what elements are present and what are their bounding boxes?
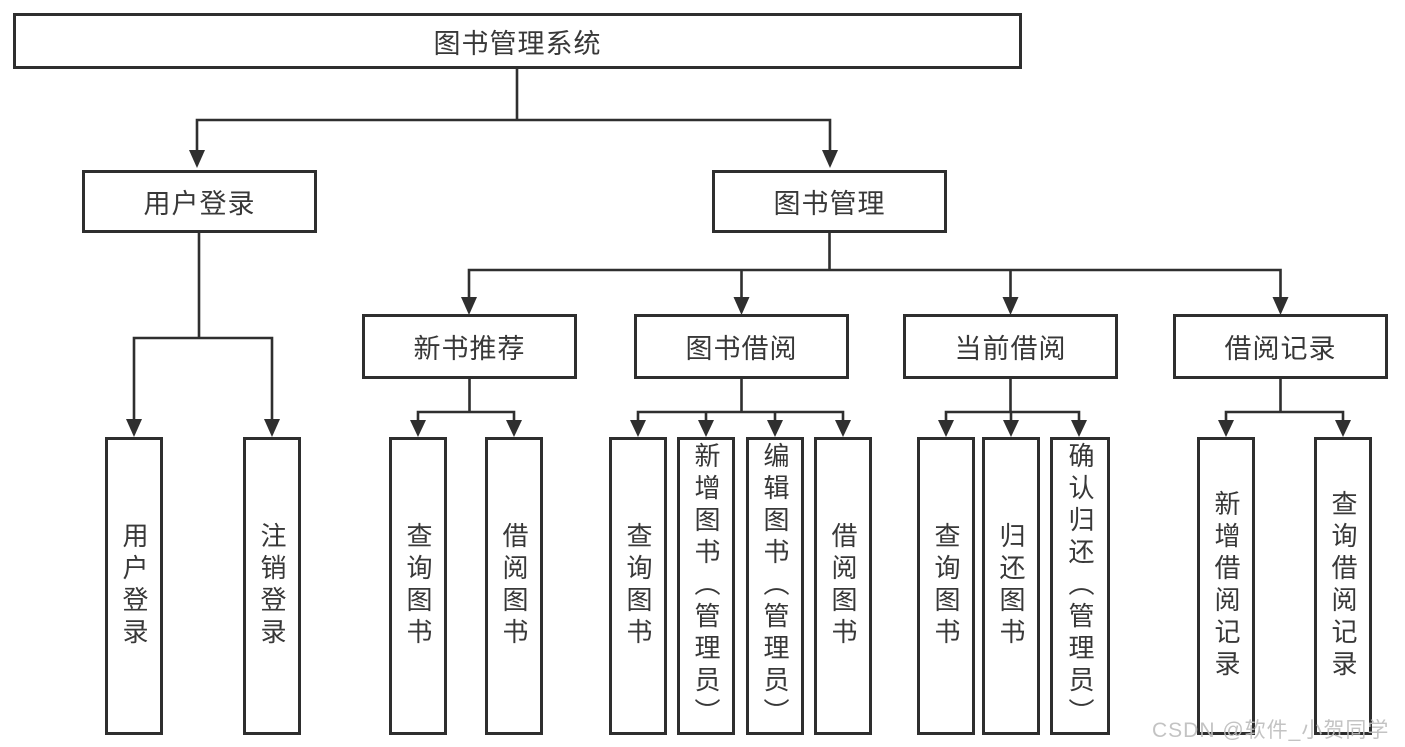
arrowhead-icon bbox=[264, 419, 280, 437]
arrowhead-icon bbox=[630, 420, 646, 437]
arrowhead-icons bbox=[126, 150, 1351, 437]
node-user-login: 用户登录 bbox=[82, 170, 317, 233]
leaf-confirm-return-admin: 确认归还（管理员） bbox=[1050, 437, 1110, 735]
connector-book-management-to-level3 bbox=[467, 233, 1282, 299]
leaf-user-login: 用户登录 bbox=[105, 437, 163, 735]
arrowhead-icon bbox=[506, 420, 522, 437]
arrowhead-icon bbox=[189, 150, 205, 168]
node-current-borrow: 当前借阅 bbox=[903, 314, 1118, 379]
connector-current-borrow-branch bbox=[944, 379, 1081, 423]
csdn-watermark: CSDN @软件_小贺同学 bbox=[1152, 719, 1390, 742]
arrowhead-icon bbox=[1002, 297, 1019, 315]
arrowhead-icon bbox=[698, 420, 714, 437]
leaf-return-book: 归还图书 bbox=[982, 437, 1040, 735]
leaf-add-borrow-record: 新增借阅记录 bbox=[1197, 437, 1255, 735]
connector-book-borrow-branch bbox=[636, 379, 845, 423]
leaf-query-books-current: 查询图书 bbox=[917, 437, 975, 735]
connector-new-book-branch bbox=[416, 379, 516, 423]
leaf-query-borrow-record: 查询借阅记录 bbox=[1314, 437, 1372, 735]
arrowhead-icon bbox=[733, 297, 750, 315]
arrowhead-icon bbox=[938, 420, 954, 437]
arrowhead-icon bbox=[410, 420, 426, 437]
arrowhead-icon bbox=[835, 420, 851, 437]
leaf-edit-book-admin: 编辑图书（管理员） bbox=[746, 437, 804, 735]
connector-user-login-branch bbox=[132, 233, 274, 421]
node-borrow-records: 借阅记录 bbox=[1173, 314, 1388, 379]
arrowhead-icon bbox=[822, 150, 838, 168]
leaf-borrow-books-recommend: 借阅图书 bbox=[485, 437, 543, 735]
leaf-borrow-books: 借阅图书 bbox=[814, 437, 872, 735]
leaf-query-books-borrow: 查询图书 bbox=[609, 437, 667, 735]
leaf-logout: 注销登录 bbox=[243, 437, 301, 735]
node-book-management: 图书管理 bbox=[712, 170, 947, 233]
arrowhead-icon bbox=[126, 419, 142, 437]
node-new-book-recommend: 新书推荐 bbox=[362, 314, 577, 379]
arrowhead-icon bbox=[1003, 420, 1019, 437]
connector-root-to-level2 bbox=[195, 69, 832, 152]
node-library-system: 图书管理系统 bbox=[13, 13, 1022, 69]
node-book-borrow: 图书借阅 bbox=[634, 314, 849, 379]
arrowhead-icon bbox=[1218, 420, 1234, 437]
connector-borrow-records-branch bbox=[1224, 379, 1345, 423]
arrowhead-icon bbox=[461, 297, 477, 315]
arrowhead-icon bbox=[767, 420, 783, 437]
leaf-query-books-recommend: 查询图书 bbox=[389, 437, 447, 735]
arrowhead-icon bbox=[1272, 297, 1289, 315]
leaf-add-book-admin: 新增图书（管理员） bbox=[677, 437, 735, 735]
arrowhead-icon bbox=[1071, 420, 1087, 437]
arrowhead-icon bbox=[1335, 420, 1351, 437]
